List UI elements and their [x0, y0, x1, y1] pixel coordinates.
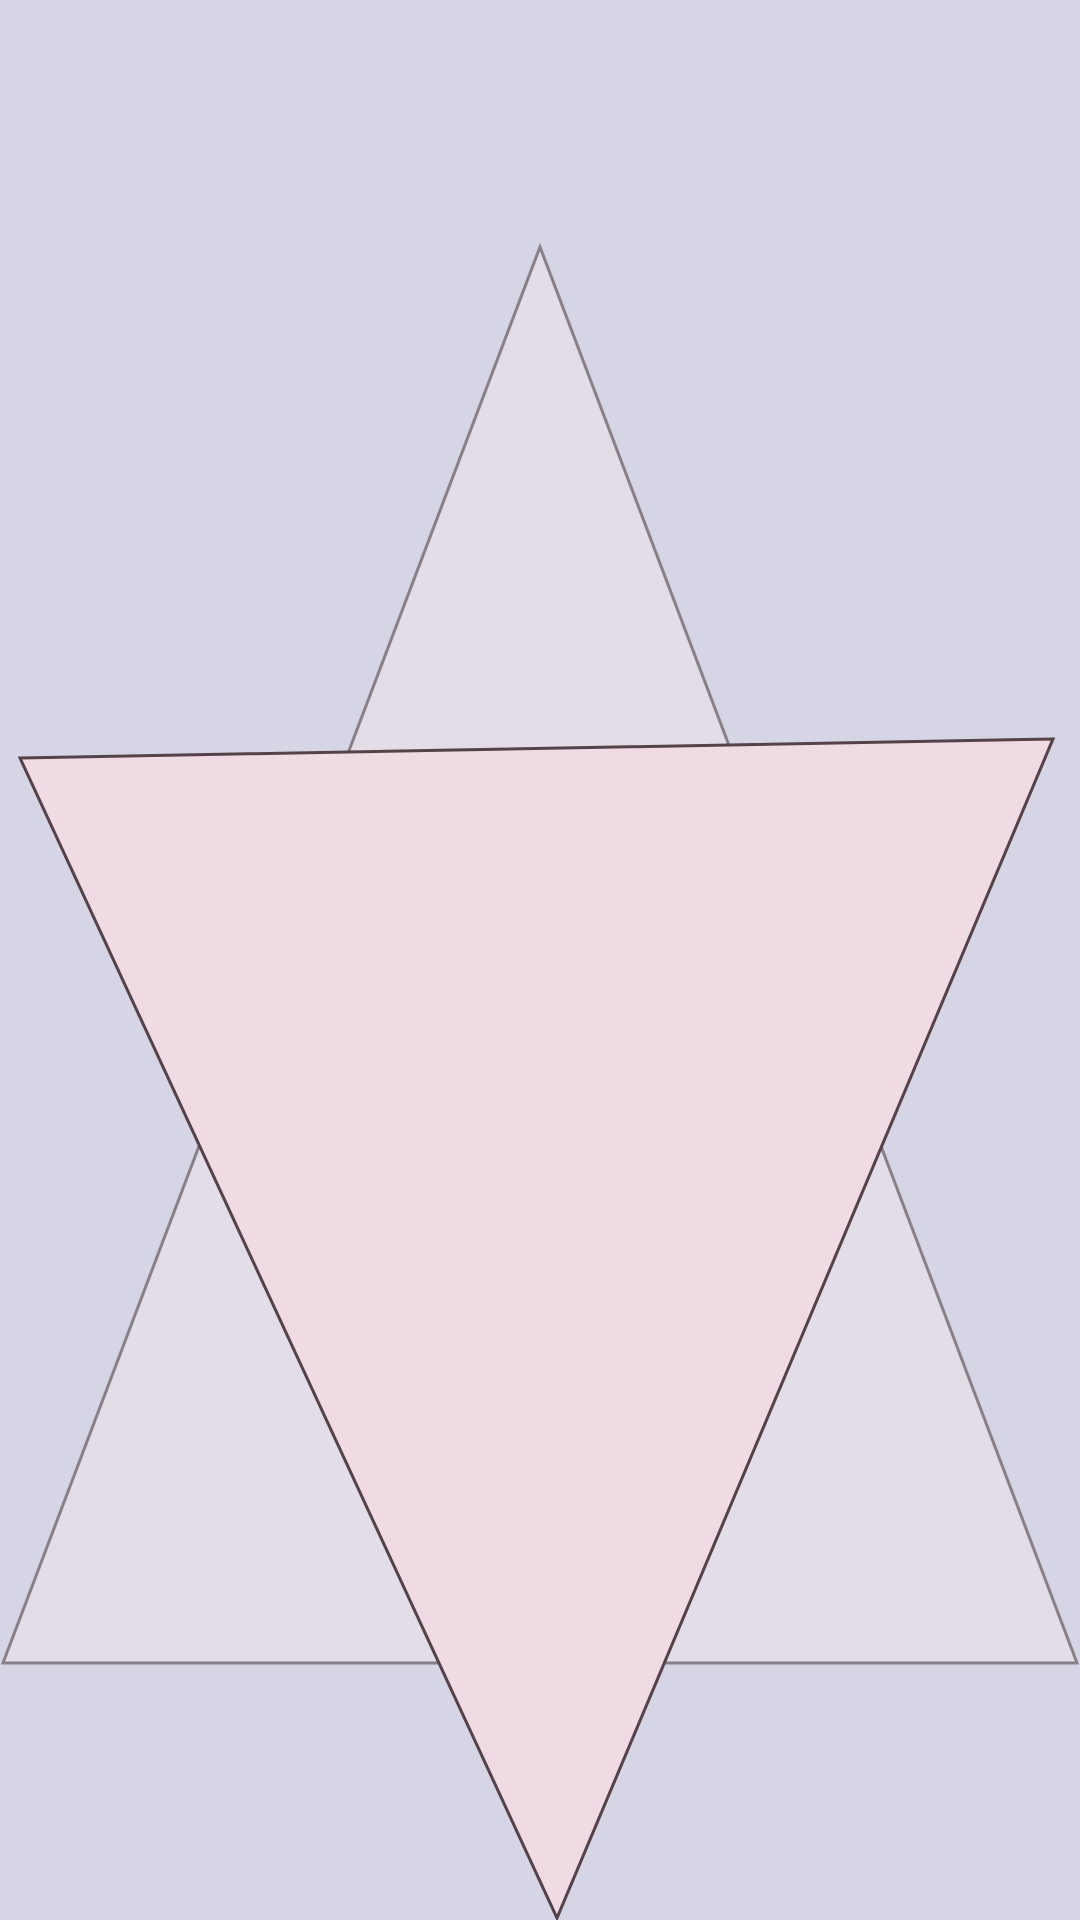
- downward-triangle: [17, 737, 1056, 1920]
